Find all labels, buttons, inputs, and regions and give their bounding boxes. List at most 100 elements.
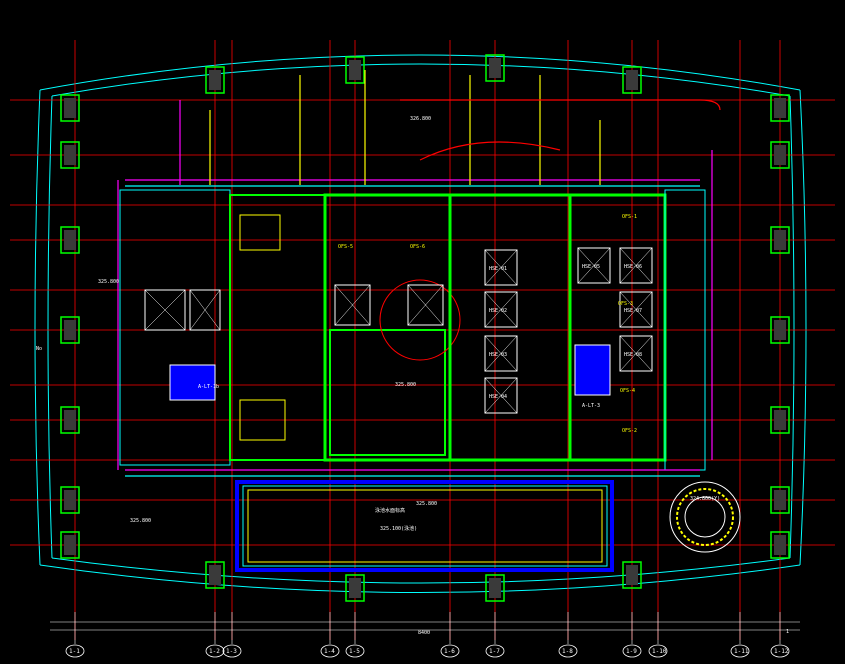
column-fill — [64, 490, 76, 510]
column-fill — [64, 410, 76, 430]
column — [345, 56, 365, 84]
elevator-tag: HSE-07 — [624, 308, 642, 314]
axis-label: 1-4 — [324, 648, 335, 655]
axis-label: 1-6 — [444, 648, 455, 655]
elevator-shaft — [484, 335, 518, 372]
elevator-shaft — [619, 247, 653, 284]
column-fill — [64, 145, 76, 165]
elevator-cross — [484, 291, 518, 328]
column-fill — [774, 145, 786, 165]
column — [770, 94, 790, 122]
column — [770, 226, 790, 254]
dimension-lines — [50, 621, 800, 631]
column — [205, 561, 225, 589]
axis-bubble — [622, 644, 642, 658]
axis-label: 1-2 — [209, 648, 220, 655]
elevator-tag: HSE-03 — [489, 352, 507, 358]
elevator-shaft — [619, 291, 653, 328]
column-fill — [774, 98, 786, 118]
sheet-mark: 1 — [786, 629, 789, 635]
column — [205, 66, 225, 94]
axis-bubble — [222, 644, 242, 658]
column — [770, 406, 790, 434]
pool — [235, 480, 614, 572]
elevator-cross — [484, 377, 518, 414]
shaft-tag: OFS-6 — [410, 244, 425, 250]
column-fill — [626, 70, 638, 90]
column — [770, 486, 790, 514]
corner-elevation: 325.800 — [130, 518, 151, 524]
circular-stair — [669, 481, 741, 553]
column-fill — [774, 410, 786, 430]
axis-label: 1-5 — [349, 648, 360, 655]
column — [622, 561, 642, 589]
elevator-tag: HSE-06 — [624, 264, 642, 270]
column-fill — [209, 70, 221, 90]
stair-left-label: A-LT-1b — [198, 384, 219, 390]
bottom-dimension: 8400 — [418, 630, 430, 636]
column — [485, 54, 505, 82]
mep-runs — [117, 70, 721, 477]
column — [60, 316, 80, 344]
elevator-tag: HSE-01 — [489, 266, 507, 272]
elevator-shaft — [619, 335, 653, 372]
circle-elevation: 324.800(Y) — [690, 496, 720, 502]
column — [770, 141, 790, 169]
column — [60, 406, 80, 434]
column — [770, 316, 790, 344]
elevator-tag: HSE-05 — [582, 264, 600, 270]
pool-elevation: 325.800 — [416, 501, 437, 507]
stair-right-label: A-LT-3 — [582, 403, 600, 409]
left-core — [119, 189, 326, 466]
elevator-tag: HSE-04 — [489, 394, 507, 400]
structural-columns — [60, 54, 790, 602]
structural-grid — [10, 40, 835, 640]
elevator-tag: HSE-08 — [624, 352, 642, 358]
elevator-shaft — [484, 377, 518, 414]
column — [622, 66, 642, 94]
elevator-shaft — [484, 249, 518, 286]
column-fill — [489, 58, 501, 78]
column — [770, 531, 790, 559]
elevator-shaft — [484, 291, 518, 328]
shaft-tag: OFS-3 — [618, 301, 633, 307]
column-fill — [774, 320, 786, 340]
building-outline — [34, 54, 807, 593]
left-elevation: 325.800 — [98, 279, 119, 285]
shaft-tag: OFS-5 — [338, 244, 353, 250]
column-fill — [774, 535, 786, 555]
shaft-tag: OFS-1 — [622, 214, 637, 220]
elevator-cross — [577, 247, 611, 284]
column-fill — [64, 98, 76, 118]
elevator-shaft — [577, 247, 611, 284]
elevator-tag: HSE-02 — [489, 308, 507, 314]
axis-bubble — [648, 644, 668, 658]
column — [485, 574, 505, 602]
elevator-cross — [619, 247, 653, 284]
elevator-cross — [619, 335, 653, 372]
axis-bubble — [730, 644, 750, 658]
axis-label: 1-11 — [734, 648, 749, 655]
axis-label: 1-9 — [626, 648, 637, 655]
axis-bubble — [485, 644, 505, 658]
axis-bubble — [65, 644, 85, 658]
elevator-cross — [484, 335, 518, 372]
pool-note-2: 325.100(泳池) — [380, 525, 417, 532]
axis-bubble — [558, 644, 578, 658]
column — [345, 574, 365, 602]
axis-label: 1-1 — [69, 648, 80, 655]
pool-note-1: 泳池水面标高 — [375, 507, 405, 514]
elevator-cross — [484, 249, 518, 286]
axis-label: 1-8 — [562, 648, 573, 655]
column — [60, 531, 80, 559]
axis-label: 1-7 — [489, 648, 500, 655]
column-fill — [626, 565, 638, 585]
column-fill — [489, 578, 501, 598]
column-fill — [64, 535, 76, 555]
lobby-elevation: 326.800 — [410, 116, 431, 122]
